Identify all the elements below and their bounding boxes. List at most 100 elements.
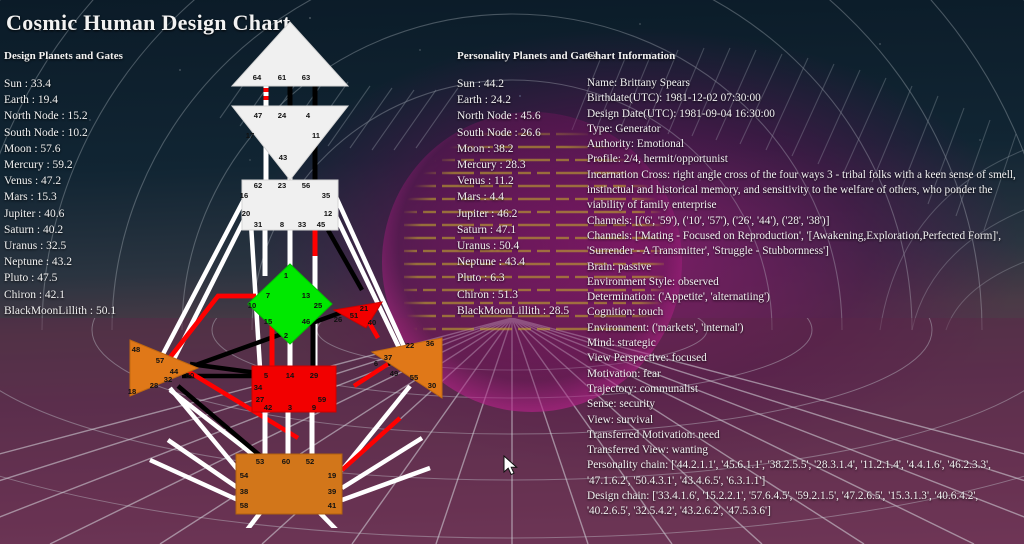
gate-number-28: 28: [150, 381, 158, 390]
gate-number-1: 1: [284, 271, 289, 280]
center-sacral: [251, 365, 337, 413]
chart-info-line: Trajectory: communalist: [587, 382, 698, 395]
center-ajna: [230, 105, 350, 181]
gate-number-19: 19: [328, 471, 336, 480]
personality-planet-row: Chiron : 51.3: [457, 288, 519, 301]
design-planet-row: Jupiter : 40.6: [4, 207, 65, 220]
gate-number-49: 49: [390, 369, 398, 378]
gate-number-18: 18: [128, 387, 136, 396]
design-planet-row: Neptune : 43.2: [4, 256, 73, 269]
gate-number-20: 20: [242, 209, 250, 218]
gate-number-41: 41: [328, 501, 337, 510]
gate-number-6: 6: [374, 359, 378, 368]
gate-number-36: 36: [426, 339, 434, 348]
gate-number-59: 59: [318, 395, 326, 404]
chart-info-line: Transferred Motivation: need: [587, 428, 720, 441]
design-planet-row: North Node : 15.2: [4, 110, 88, 123]
gate-number-48: 48: [132, 345, 140, 354]
gate-number-16: 16: [240, 191, 248, 200]
gate-number-10: 10: [248, 301, 256, 310]
gate-number-58: 58: [240, 501, 248, 510]
personality-planet-row: Neptune : 43.4: [457, 256, 526, 269]
design-planet-row: Moon : 57.6: [4, 142, 61, 155]
gate-number-60: 60: [282, 457, 290, 466]
gate-number-56: 56: [302, 181, 310, 190]
personality-planet-row: Jupiter : 46.2: [457, 207, 518, 220]
design-planet-row: BlackMoonLillith : 50.1: [4, 304, 117, 317]
gate-number-12: 12: [324, 209, 332, 218]
gate-number-25: 25: [314, 301, 323, 310]
gate-number-50: 50: [186, 371, 194, 380]
gate-number-53: 53: [256, 457, 264, 466]
page-title: Cosmic Human Design Chart: [6, 10, 291, 35]
gate-number-11: 11: [312, 131, 321, 140]
gate-number-47: 47: [254, 111, 262, 120]
chart-info-line: Name: Brittany Spears: [587, 77, 690, 89]
personality-planet-row: Saturn : 47.1: [457, 223, 517, 236]
chart-info-line: Design chain: ['33.4.1.6', '15.2.2.1', '…: [587, 490, 979, 518]
design-planet-row: Pluto : 47.5: [4, 272, 58, 285]
gate-number-27: 27: [256, 395, 264, 404]
gate-number-43: 43: [279, 153, 287, 162]
design-planet-row: Uranus : 32.5: [4, 240, 67, 253]
design-planet-row: Mercury : 59.2: [4, 159, 73, 172]
chart-info-line: Design Date(UTC): 1981-09-04 16:30:00: [587, 107, 775, 120]
chart-info-line: Environment: ('markets', 'internal'): [587, 321, 744, 334]
gate-number-35: 35: [322, 191, 331, 200]
gate-number-33: 33: [298, 220, 306, 229]
center-heart: [332, 301, 384, 329]
personality-planet-row: Earth : 24.2: [457, 94, 511, 107]
gate-number-4: 4: [306, 111, 311, 120]
gate-number-8: 8: [280, 220, 284, 229]
chart-info-line: View Perspective: focused: [587, 352, 707, 365]
personality-planet-row: South Node : 26.6: [457, 126, 541, 139]
personality-planet-row: North Node : 45.6: [457, 110, 541, 123]
chart-info-line: Type: Generator: [587, 122, 661, 135]
gate-number-29: 29: [310, 371, 318, 380]
gate-number-37: 37: [384, 353, 392, 362]
gate-number-45: 45: [317, 220, 326, 229]
gate-number-46: 46: [302, 317, 310, 326]
chart-info-line: Determination: ('Appetite', 'alternatiin…: [587, 291, 770, 304]
gate-number-54: 54: [240, 471, 249, 480]
gate-number-22: 22: [406, 341, 414, 350]
personality-planet-row: BlackMoonLillith : 28.5: [457, 304, 570, 317]
gate-number-40: 40: [368, 318, 376, 327]
gate-number-39: 39: [328, 487, 336, 496]
chart-info-line: Channels: [('6', '59'), ('10', '57'), ('…: [587, 214, 830, 227]
gate-number-17: 17: [246, 131, 254, 140]
personality-planet-row: Uranus : 50.4: [457, 240, 520, 253]
gate-number-44: 44: [170, 367, 179, 376]
gate-number-24: 24: [278, 111, 287, 120]
center-g: [247, 263, 333, 345]
chart-info-line: Environment Style: observed: [587, 275, 719, 288]
gate-number-23: 23: [278, 181, 286, 190]
design-planet-row: South Node : 10.2: [4, 126, 88, 139]
design-planet-row: Earth : 19.4: [4, 94, 58, 107]
mouse-cursor: [503, 455, 518, 476]
personality-planet-row: Mars : 4.4: [457, 191, 504, 204]
personality-planets-panel: Personality Planets and Gates Sun : 44.2…: [457, 50, 597, 319]
design-planet-row: Saturn : 40.2: [4, 223, 64, 236]
gate-number-61: 61: [278, 73, 287, 82]
chart-info-line: Profile: 2/4, hermit/opportunist: [587, 153, 728, 166]
chart-info-line: Birthdate(UTC): 1981-12-02 07:30:00: [587, 92, 761, 105]
chart-info-line: Incarnation Cross: right angle cross of …: [587, 168, 1016, 212]
gate-number-52: 52: [306, 457, 314, 466]
gate-number-30: 30: [428, 381, 436, 390]
gate-number-5: 5: [264, 371, 269, 380]
chart-info-line: Personality chain: ['44.2.1.1', '45.6.1.…: [587, 459, 991, 487]
personality-planet-row: Moon : 38.2: [457, 142, 514, 155]
center-head: [230, 21, 350, 87]
personality-planet-row: Pluto : 6.3: [457, 272, 505, 285]
chart-information-heading: Chart Information: [587, 50, 676, 62]
gate-number-62: 62: [254, 181, 262, 190]
